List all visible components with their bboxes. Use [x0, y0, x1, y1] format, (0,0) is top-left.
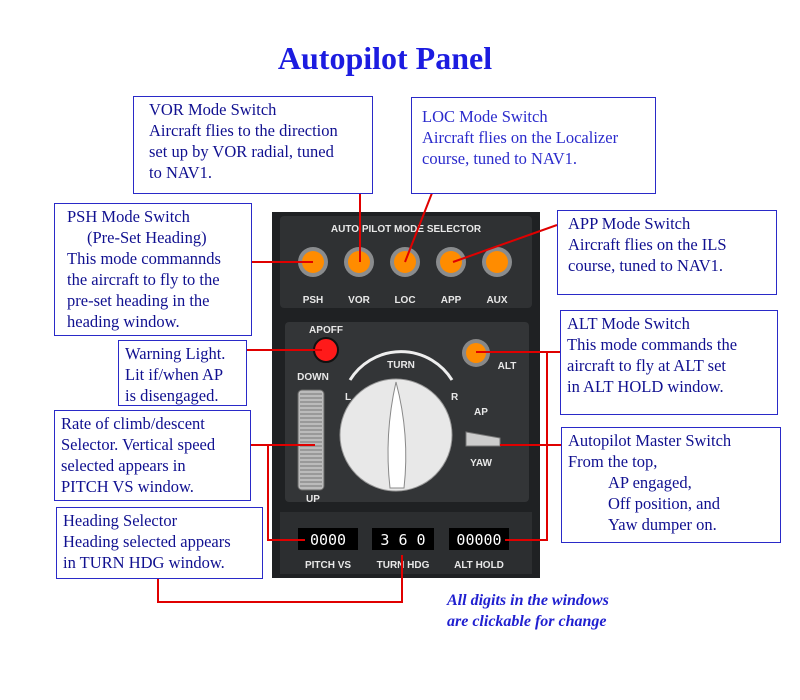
- callout-line: APP Mode Switch: [568, 214, 691, 233]
- window-label: PITCH VS: [305, 560, 351, 571]
- apoff-label: APOFF: [309, 325, 343, 336]
- callout-line: in ALT HOLD window.: [567, 377, 724, 396]
- left-label: L: [345, 392, 351, 403]
- callout-line: course, tuned to NAV1.: [422, 149, 578, 168]
- mode-button-app[interactable]: [440, 251, 462, 273]
- callout-line: This mode commannds: [67, 249, 221, 268]
- up-label: UP: [306, 494, 320, 505]
- callout-line: PSH Mode Switch: [67, 207, 190, 226]
- callout-line: aircraft to fly at ALT set: [567, 356, 726, 375]
- ap-label: AP: [474, 407, 488, 418]
- callout-line: Yaw dumper on.: [608, 515, 717, 534]
- callout-line: is disengaged.: [125, 386, 219, 405]
- callout-line: Heading selected appears: [63, 532, 231, 551]
- display-window[interactable]: [372, 528, 434, 550]
- callout-line: LOC Mode Switch: [422, 107, 548, 126]
- callout-line: AP engaged,: [608, 473, 692, 492]
- turn-knob-pointer: [387, 381, 407, 489]
- pitch-wheel[interactable]: [297, 389, 325, 491]
- callout-line: Heading Selector: [63, 511, 178, 530]
- window-value[interactable]: 00000: [456, 531, 501, 549]
- down-label: DOWN: [297, 372, 329, 383]
- mode-label: AUX: [486, 295, 507, 306]
- right-label: R: [451, 392, 459, 403]
- callout-line: selected appears in: [61, 456, 186, 475]
- note-line: are clickable for change: [447, 613, 607, 630]
- callout-line: Aircraft flies on the ILS: [568, 235, 727, 254]
- display-window[interactable]: [449, 528, 509, 550]
- callout-line: Autopilot Master Switch: [568, 431, 732, 450]
- callout-line: set up by VOR radial, tuned: [149, 142, 334, 161]
- display-window[interactable]: [298, 528, 358, 550]
- leader-lines: [157, 192, 561, 603]
- callout-line: Aircraft flies on the Localizer: [422, 128, 619, 147]
- callout-line: Warning Light.: [125, 344, 226, 363]
- turn-label: TURN: [387, 360, 415, 371]
- mode-label: APP: [441, 295, 462, 306]
- callout-line: Rate of climb/descent: [61, 414, 205, 433]
- alt-label: ALT: [498, 361, 517, 372]
- callout-line: Aircraft flies to the direction: [149, 121, 338, 140]
- callout-line: Off position, and: [608, 494, 720, 513]
- mode-label: LOC: [394, 295, 415, 306]
- page-title: Autopilot Panel: [277, 40, 493, 76]
- window-label: TURN HDG: [377, 560, 430, 571]
- clickable-note: All digits in the windows are clickable f…: [447, 590, 609, 632]
- callout-line: Lit if/when AP: [125, 365, 224, 384]
- mode-button-aux[interactable]: [486, 251, 508, 273]
- panel-header: AUTO PILOT MODE SELECTOR: [331, 224, 482, 235]
- callout-line: VOR Mode Switch: [149, 100, 277, 119]
- mode-label: PSH: [303, 295, 324, 306]
- warning-callout: Warning Light. Lit if/when AP is disengage…: [118, 340, 247, 406]
- callout-line: heading window.: [67, 312, 180, 331]
- callout-line: (Pre-Set Heading): [87, 228, 207, 247]
- mode-label: VOR: [348, 295, 370, 306]
- yaw-label: YAW: [470, 458, 492, 469]
- callout-line: to NAV1.: [149, 163, 212, 182]
- note-line: All digits in the windows: [447, 592, 609, 609]
- window-value[interactable]: 3 6 0: [380, 531, 425, 549]
- window-value[interactable]: 0000: [310, 531, 346, 549]
- callout-line: This mode commands the: [567, 335, 738, 354]
- callout-line: ALT Mode Switch: [567, 314, 690, 333]
- callout-line: in TURN HDG window.: [63, 553, 225, 572]
- callout-line: the aircraft to fly to the: [67, 270, 220, 289]
- callout-line: Selector. Vertical speed: [61, 435, 216, 454]
- callout-line: pre-set heading in the: [67, 291, 210, 310]
- callout-line: PITCH VS window.: [61, 477, 194, 496]
- callout-line: course, tuned to NAV1.: [568, 256, 724, 275]
- psh-callout: PSH Mode Switch (Pre-Set Heading) This mod…: [54, 203, 252, 336]
- window-label: ALT HOLD: [454, 560, 504, 571]
- callout-line: From the top,: [568, 452, 658, 471]
- turn-arc: [348, 350, 454, 381]
